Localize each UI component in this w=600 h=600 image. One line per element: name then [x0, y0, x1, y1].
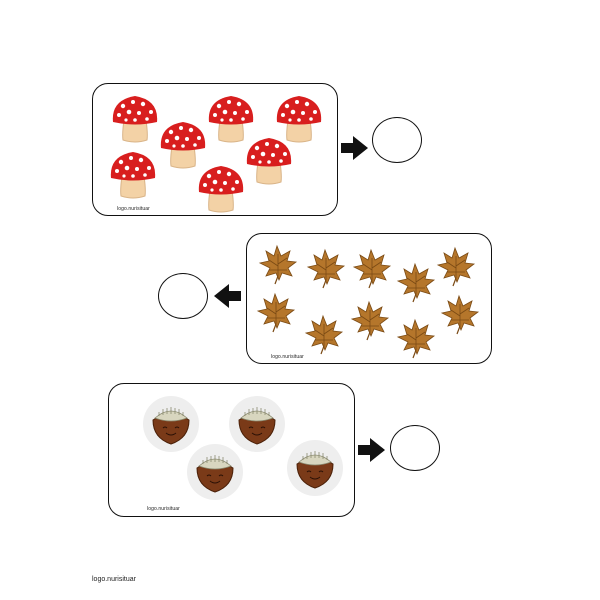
- answer-circle[interactable]: [390, 425, 440, 471]
- maple-leaf-icon: [305, 315, 343, 355]
- mushroom-count-card: logo.nurisituar: [92, 83, 338, 216]
- leaf-count-card: logo.nurisituar: [246, 233, 492, 364]
- mushroom-icon: [198, 165, 244, 213]
- arrow-right-icon: [358, 438, 385, 462]
- maple-leaf-icon: [257, 293, 295, 333]
- watermark: logo.nurisituar: [271, 354, 304, 360]
- mushroom-icon: [246, 137, 292, 185]
- maple-leaf-icon: [397, 319, 435, 359]
- mushroom-icon: [110, 151, 156, 199]
- mushroom-icon: [160, 121, 206, 169]
- maple-leaf-icon: [353, 249, 391, 289]
- chestnut-count-card: logo.nurisituar: [108, 383, 355, 517]
- answer-circle[interactable]: [372, 117, 422, 163]
- maple-leaf-icon: [397, 263, 435, 303]
- answer-circle[interactable]: [158, 273, 208, 319]
- maple-leaf-icon: [351, 301, 389, 341]
- watermark: logo.nurisituar: [117, 206, 150, 212]
- arrow-right-icon: [341, 136, 368, 160]
- chestnut-icon: [186, 443, 244, 501]
- maple-leaf-icon: [437, 247, 475, 287]
- maple-leaf-icon: [259, 245, 297, 285]
- arrow-left-icon: [214, 284, 241, 308]
- footer-watermark: logo.nurisituar: [92, 576, 136, 583]
- chestnut-icon: [286, 439, 344, 497]
- maple-leaf-icon: [307, 249, 345, 289]
- mushroom-icon: [112, 95, 158, 143]
- watermark: logo.nurisituar: [147, 506, 180, 512]
- maple-leaf-icon: [441, 295, 479, 335]
